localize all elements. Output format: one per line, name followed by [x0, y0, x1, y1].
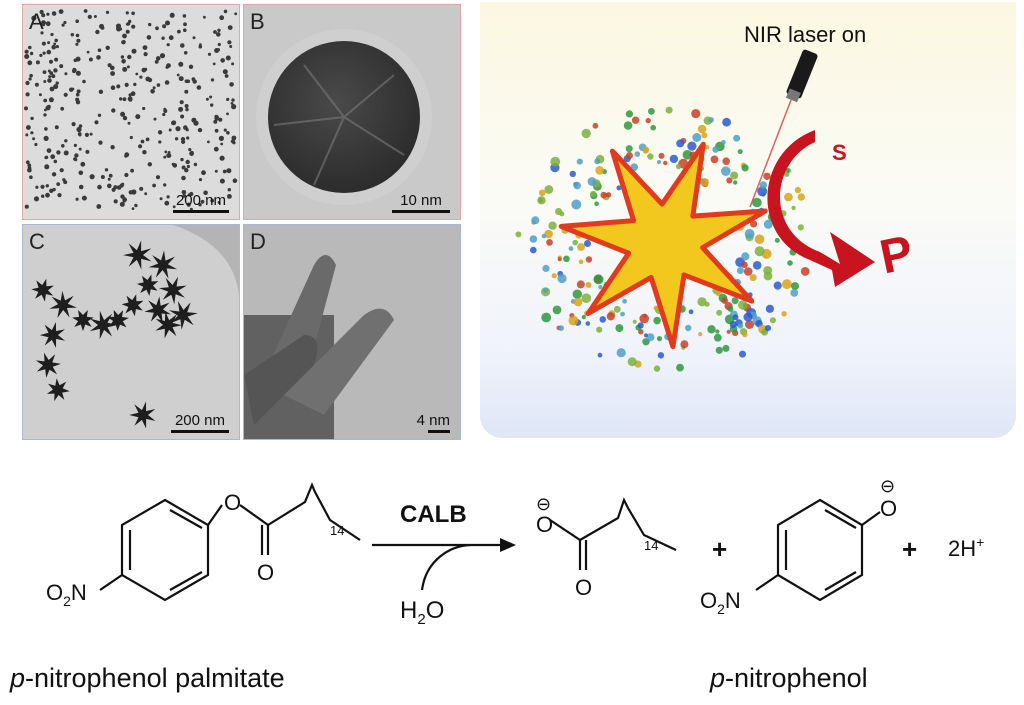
scale-line-d — [428, 430, 450, 433]
enzyme-corona — [515, 106, 810, 372]
panel-label-b: B — [250, 9, 265, 34]
reactant-nitro-group: O2N — [46, 580, 87, 609]
substrate-label: S — [832, 140, 847, 165]
enzyme-label: CALB — [400, 501, 467, 528]
scale-line-a — [173, 210, 229, 213]
gold-nanostar — [558, 141, 768, 350]
product-chain-count: 14 — [644, 538, 658, 553]
scale-bar-c: 200 nm — [171, 412, 229, 433]
laser-label: NIR laser on — [744, 22, 867, 47]
carboxylate-oxygen: O — [536, 512, 553, 537]
phenoxide-charge: ⊖ — [880, 476, 895, 496]
nanostar-tip-image — [244, 255, 394, 439]
panel-label-a: A — [29, 9, 44, 34]
scale-line-b — [392, 210, 450, 213]
tem-panel-d: D 4 nm — [243, 224, 461, 440]
carboxylate-carbonyl-oxygen: O — [575, 575, 592, 600]
reaction-scheme: O O 14 O2N CALB H2O ⊖ O O 14 + ⊖ O O2N +… — [46, 476, 984, 628]
product-nitro-group: O2N — [700, 588, 741, 617]
tem-panel-a: A 200 nm — [22, 4, 240, 220]
scale-bar-d: 4 nm — [417, 412, 450, 433]
nanostar-illustration: S P — [480, 2, 1016, 438]
curved-arrow-icon — [767, 130, 875, 287]
tem-panel-b: B 10 nm — [243, 4, 461, 220]
illustration-graphic: S P — [515, 49, 918, 372]
scale-bar-a: 200 nm — [173, 192, 229, 213]
phenoxide-oxygen: O — [880, 496, 897, 521]
scale-bar-b: 10 nm — [392, 192, 450, 213]
product-caption: p-nitrophenol — [710, 663, 868, 693]
reactant-chain-count: 14 — [330, 523, 344, 538]
single-nanoparticle-image — [256, 29, 432, 205]
protons-label: 2H+ — [948, 534, 984, 561]
plus-sign-2: + — [902, 534, 917, 564]
scale-label-b: 10 nm — [400, 192, 442, 209]
nanoparticle-dispersion-image — [24, 9, 238, 211]
reactant-benzene-ring — [120, 498, 210, 602]
reactant-carbonyl-oxygen: O — [257, 560, 274, 585]
plus-sign-1: + — [712, 534, 727, 564]
scale-label-c: 200 nm — [174, 412, 226, 429]
carboxylate-charge: ⊖ — [536, 494, 551, 514]
reactant-caption: p-nitrophenol palmitate — [10, 663, 285, 693]
nanostar-cluster-image — [31, 225, 239, 429]
laser-pointer-icon — [785, 49, 818, 103]
laser-beam — [749, 99, 792, 208]
product-label: P — [875, 226, 917, 284]
scale-label-a: 200 nm — [175, 192, 227, 209]
scale-line-c — [171, 430, 229, 433]
ester-oxygen: O — [224, 490, 241, 515]
water-label: H2O — [400, 597, 444, 628]
panel-label-c: C — [29, 229, 45, 254]
panel-label-d: D — [250, 229, 266, 254]
scale-label-d: 4 nm — [416, 412, 450, 429]
tem-panel-c: C 200 nm — [22, 224, 240, 440]
product-benzene-ring — [776, 498, 864, 602]
